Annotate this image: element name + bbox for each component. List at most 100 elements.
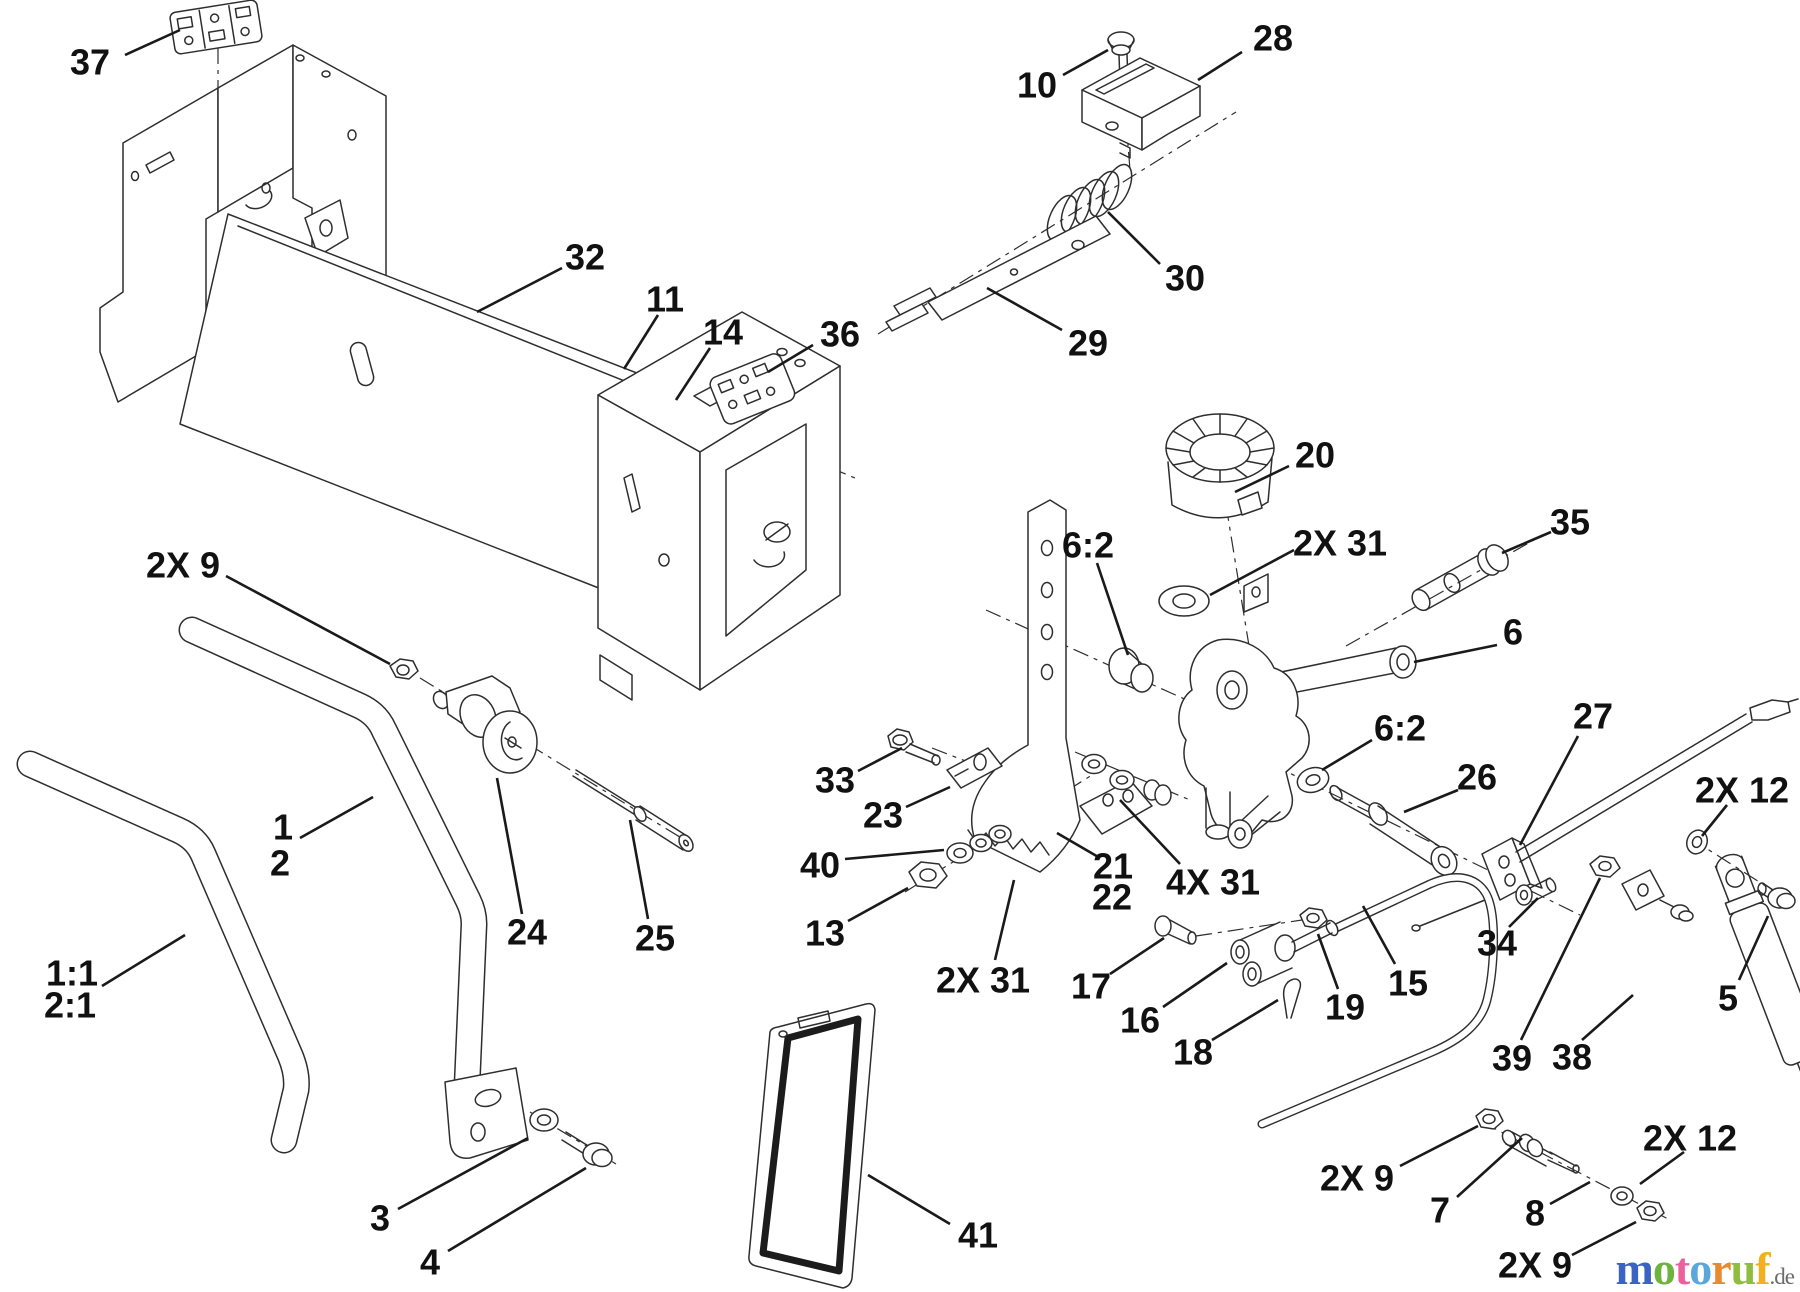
bracket-28 xyxy=(1081,57,1201,159)
washer-2x12-lower xyxy=(1610,1186,1634,1206)
leader-line-14-3 xyxy=(674,347,712,401)
knob-24 xyxy=(432,675,538,774)
part-label-2x-12-15: 2X 12 xyxy=(1695,770,1789,811)
part-label-41-49: 41 xyxy=(958,1215,998,1256)
control-cable xyxy=(1411,698,1799,932)
leader-line-26-17 xyxy=(1403,788,1459,814)
leader-line-6:2-16 xyxy=(1321,738,1373,772)
leader-line-19-29 xyxy=(1316,933,1340,990)
leader-line-24-45 xyxy=(495,777,524,915)
part-label-17-26: 17 xyxy=(1071,966,1111,1007)
rod-25 xyxy=(572,769,694,853)
part-label-8-37: 8 xyxy=(1525,1193,1545,1234)
leader-line-32-1 xyxy=(476,266,563,314)
part-label-2-42: 2 xyxy=(270,843,290,884)
pin-17 xyxy=(1154,915,1197,945)
leader-line-2x-9-40 xyxy=(225,574,391,666)
leader-line-6:2-11 xyxy=(1095,562,1130,656)
gas-spring-38 xyxy=(1714,853,1800,1137)
bushing-6-2-upper xyxy=(1108,647,1154,693)
part-label-18-28: 18 xyxy=(1173,1032,1213,1073)
part-label-24-45: 24 xyxy=(507,912,547,953)
motoruf-letter: u xyxy=(1730,1243,1757,1292)
part-label-6-13: 6 xyxy=(1503,612,1523,653)
knob-20 xyxy=(1165,413,1275,519)
leader-line-13-21 xyxy=(847,886,909,923)
cotter-pin-18 xyxy=(1282,978,1302,1019)
part-label-37-0: 37 xyxy=(70,42,110,83)
part-label-4-48: 4 xyxy=(420,1242,440,1283)
part-label-26-17: 26 xyxy=(1457,757,1497,798)
leader-line-2x-12-15 xyxy=(1700,804,1729,837)
part-label-39-32: 39 xyxy=(1492,1038,1532,1079)
leader-line-29-8 xyxy=(986,286,1063,332)
leader-line-27-14 xyxy=(1518,735,1580,846)
washers-4x31 xyxy=(1081,753,1172,806)
leader-line-21-22 xyxy=(1056,831,1101,860)
nut-2x9-bottom xyxy=(1636,1200,1665,1222)
leader-line-37-0 xyxy=(124,28,181,57)
console-frame xyxy=(597,311,841,701)
part-label-2x-31-10: 2X 31 xyxy=(1293,523,1387,564)
part-label-6:2-16: 6:2 xyxy=(1374,708,1426,749)
leader-line-15-30 xyxy=(1361,905,1397,965)
leader-line-18-28 xyxy=(1211,998,1279,1042)
handle-tubes-1-2 xyxy=(16,616,488,1154)
leader-line-2x-31-25 xyxy=(993,879,1016,961)
clip-23 xyxy=(946,747,1003,789)
motoruf-letter: m xyxy=(1615,1243,1654,1292)
part-label-11-2: 11 xyxy=(646,279,684,320)
bolt-33 xyxy=(887,728,941,766)
leader-line-2x-9-35 xyxy=(1399,1124,1479,1168)
part-label-35-12: 35 xyxy=(1550,502,1590,543)
hardware-39 xyxy=(1589,855,1694,922)
part-label-19-29: 19 xyxy=(1325,987,1365,1028)
leader-line-16-27 xyxy=(1162,961,1228,1009)
nut-13 xyxy=(908,861,948,889)
frame-tower xyxy=(99,44,387,403)
motoruf-letter: t xyxy=(1674,1243,1690,1292)
part-label-2x-9-39: 2X 9 xyxy=(1498,1245,1572,1286)
leader-line-34-31 xyxy=(1508,897,1539,928)
leader-line-25-46 xyxy=(628,819,650,920)
leader-line-39-32 xyxy=(1519,877,1602,1041)
part-label-2x-12-38: 2X 12 xyxy=(1643,1118,1737,1159)
leader-line-10-5 xyxy=(1062,48,1109,77)
leader-line-1:1-43 xyxy=(101,933,186,988)
nut-19 xyxy=(1299,907,1328,929)
part-label-16-27: 16 xyxy=(1120,1000,1160,1041)
part-label-5-34: 5 xyxy=(1718,978,1738,1019)
bolt-5 xyxy=(1757,882,1796,910)
part-label-2:1-44: 2:1 xyxy=(44,985,96,1026)
washer-31-upper xyxy=(1158,585,1210,617)
leader-line-11-2 xyxy=(622,314,660,370)
part-label-7-36: 7 xyxy=(1430,1190,1450,1231)
decal-37 xyxy=(169,0,263,55)
knob-teeth xyxy=(1165,413,1275,483)
part-label-3-47: 3 xyxy=(370,1198,390,1239)
leader-line-5-34 xyxy=(1737,915,1770,981)
motoruf-letter: r xyxy=(1711,1243,1731,1292)
leader-line-36-4 xyxy=(767,343,814,374)
leader-line-4-48 xyxy=(447,1166,587,1253)
part-label-23-19: 23 xyxy=(863,795,903,836)
decal-36 xyxy=(709,353,796,425)
part-label-34-31: 34 xyxy=(1477,923,1517,964)
rod-15 xyxy=(1257,873,1499,1129)
motoruf-wordmark: motoruf xyxy=(1615,1243,1771,1292)
shift-plate-29 xyxy=(885,215,1111,332)
leader-line-2x-12-38 xyxy=(1639,1150,1685,1186)
nut-2x9-upper-left xyxy=(389,658,419,680)
bolt-4 xyxy=(561,1131,613,1168)
washer-2x12-upper xyxy=(1685,829,1709,855)
leader-line-38-33 xyxy=(1581,994,1634,1041)
part-label-28-6: 28 xyxy=(1253,18,1293,59)
leader-line-35-12 xyxy=(1501,530,1552,555)
motoruf-letter: f xyxy=(1755,1243,1770,1292)
leader-line-17-26 xyxy=(1109,936,1165,976)
part-label-4x-31-24: 4X 31 xyxy=(1166,862,1260,903)
part-label-2x-31-25: 2X 31 xyxy=(936,960,1030,1001)
leader-line-20-9 xyxy=(1234,464,1290,494)
part-label-2x-9-40: 2X 9 xyxy=(146,545,220,586)
